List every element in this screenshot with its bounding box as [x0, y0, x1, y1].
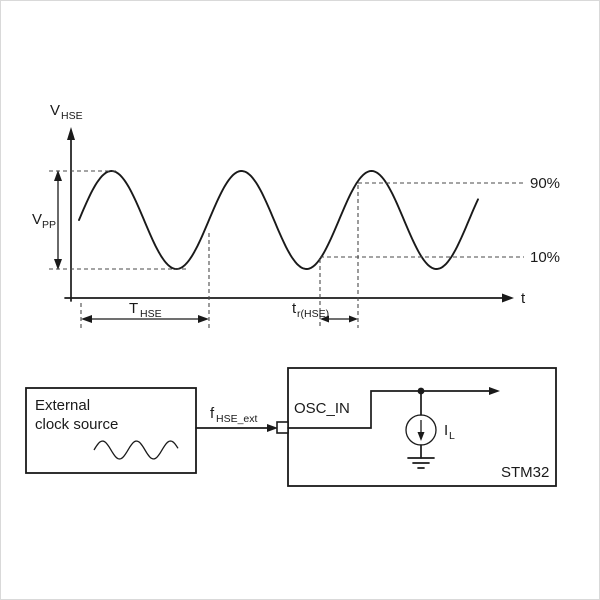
- stm32-label: STM32: [501, 464, 549, 481]
- rise-time-label: t: [292, 300, 297, 317]
- circuit-diagram: External clock source f HSE_ext STM32 OS…: [25, 367, 557, 487]
- load-current-label: I: [444, 422, 448, 439]
- load-current-label-sub: L: [449, 430, 455, 442]
- frequency-label-sub: HSE_ext: [216, 413, 258, 425]
- x-axis-arrow-icon: [502, 293, 514, 303]
- current-arrow-icon: [417, 432, 425, 441]
- level-10-label: 10%: [530, 249, 560, 266]
- ground-icon: [407, 444, 435, 469]
- rise-arrow-right-icon: [349, 315, 358, 323]
- period-arrow-right-icon: [198, 315, 209, 323]
- external-clock-label-line1: External: [35, 397, 90, 414]
- period-arrow-left-icon: [81, 315, 92, 323]
- signal-arrow: f HSE_ext: [195, 405, 278, 432]
- external-clock-label-line2: clock source: [35, 416, 118, 433]
- vpp-arrow-down-icon: [54, 259, 62, 270]
- y-axis-label-sub: HSE: [61, 110, 83, 122]
- vpp-dimension: V PP: [32, 170, 62, 270]
- rise-arrow-left-icon: [320, 315, 329, 323]
- period-label: T: [129, 300, 138, 317]
- osc-in-label: OSC_IN: [294, 400, 350, 417]
- signal-arrow-head-icon: [267, 424, 278, 432]
- vpp-arrow-up-icon: [54, 170, 62, 181]
- vpp-label-sub: PP: [42, 219, 56, 231]
- period-dimension: T HSE: [80, 233, 210, 328]
- y-axis-label: V: [50, 102, 60, 119]
- rise-time-dimension: t r(HSE): [292, 185, 359, 328]
- source-sine-icon: [93, 440, 179, 460]
- current-source: I L: [405, 390, 455, 446]
- vpp-label: V: [32, 211, 42, 228]
- frequency-label: f: [210, 405, 215, 422]
- time-axis-label: t: [521, 290, 526, 307]
- osc-in-pin: [276, 421, 289, 434]
- waveform-plot: V HSE t V PP 90% 10% T: [32, 102, 560, 328]
- y-axis-arrow-icon: [67, 127, 75, 140]
- sine-wave: [78, 170, 479, 270]
- rise-time-label-sub: r(HSE): [297, 308, 329, 320]
- wire-arrow-head-icon: [489, 387, 500, 395]
- period-label-sub: HSE: [140, 308, 162, 320]
- external-clock-box: [25, 387, 197, 474]
- level-90-label: 90%: [530, 175, 560, 192]
- internal-wire: [287, 390, 491, 429]
